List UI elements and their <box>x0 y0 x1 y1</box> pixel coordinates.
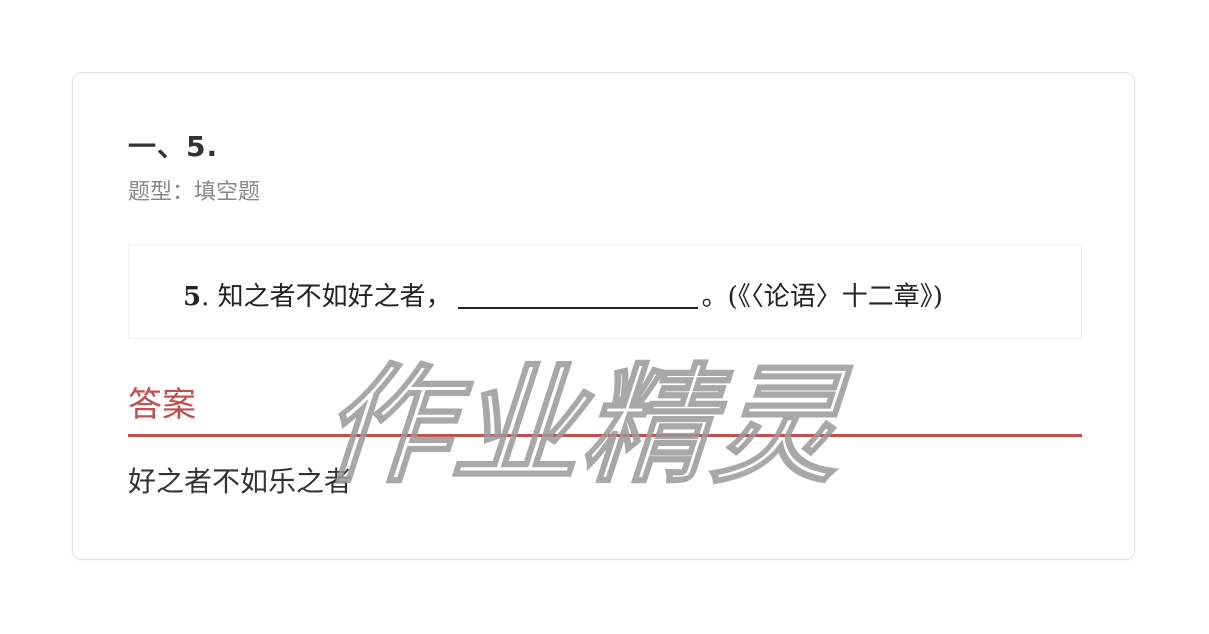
question-text: 5 . 知之者不如好之者， 。(《〈论语〉十二章》) <box>183 277 943 315</box>
answer-blank <box>457 281 698 309</box>
question-card: 一、5. 题型：填空题 5 . 知之者不如好之者， 。(《〈论语〉十二章》) 答… <box>72 72 1135 560</box>
answer-divider <box>128 434 1082 437</box>
question-title: 一、5. <box>128 130 219 163</box>
answer-heading: 答案 <box>128 385 196 425</box>
answer-text: 好之者不如乐之者 <box>128 465 353 498</box>
question-content-box: 5 . 知之者不如好之者， 。(《〈论语〉十二章》) <box>128 244 1082 339</box>
question-suffix: 。(《〈论语〉十二章》) <box>701 282 943 312</box>
question-type: 题型：填空题 <box>128 180 261 205</box>
question-prefix: . 知之者不如好之者， <box>201 282 452 312</box>
question-number: 5 <box>183 282 202 312</box>
